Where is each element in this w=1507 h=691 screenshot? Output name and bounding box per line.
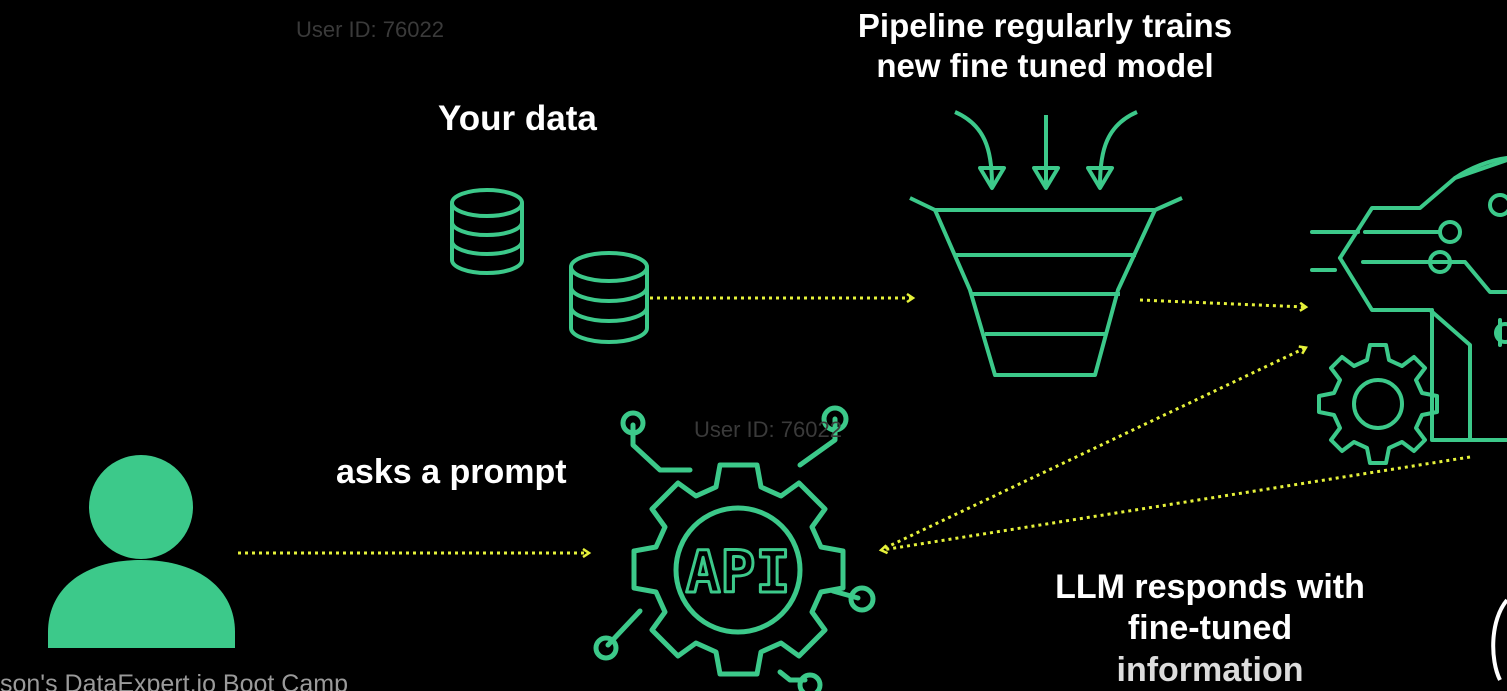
pipeline-label: Pipeline regularly trains new fine tuned… xyxy=(820,6,1270,85)
asks-prompt-label: asks a prompt xyxy=(336,453,567,491)
dotted-arrows xyxy=(238,298,1471,553)
pipeline-label-line1: Pipeline regularly trains xyxy=(857,7,1233,44)
funnel-icon xyxy=(909,110,1183,377)
arrow-pipeline-to-llm xyxy=(1139,298,1305,307)
api-gear-icon: API xyxy=(593,405,876,691)
watermark-user-id: User ID: 76022 xyxy=(694,417,842,442)
llm-response-label: LLM responds with fine-tuned information xyxy=(1010,567,1410,691)
database-icon xyxy=(450,188,524,275)
footer-text: son's DataExpert.io Boot Camp xyxy=(0,670,348,691)
llm-response-line1: LLM responds with xyxy=(1055,568,1365,606)
database-icon xyxy=(569,251,649,344)
ai-brain-icon xyxy=(1310,156,1507,465)
llm-response-line3: information xyxy=(1116,650,1304,689)
arrow-llm-to-api xyxy=(882,455,1471,550)
your-data-label: Your data xyxy=(438,99,597,138)
arrow-api-to-llm xyxy=(884,348,1305,550)
pipeline-label-line2: new fine tuned model xyxy=(876,46,1214,84)
llm-response-line2: fine-tuned xyxy=(1127,609,1293,648)
user-icon xyxy=(48,455,235,648)
partial-outline-shape xyxy=(1491,598,1507,681)
api-text: API xyxy=(686,538,791,606)
watermark-user-id: User ID: 76022 xyxy=(296,17,444,42)
